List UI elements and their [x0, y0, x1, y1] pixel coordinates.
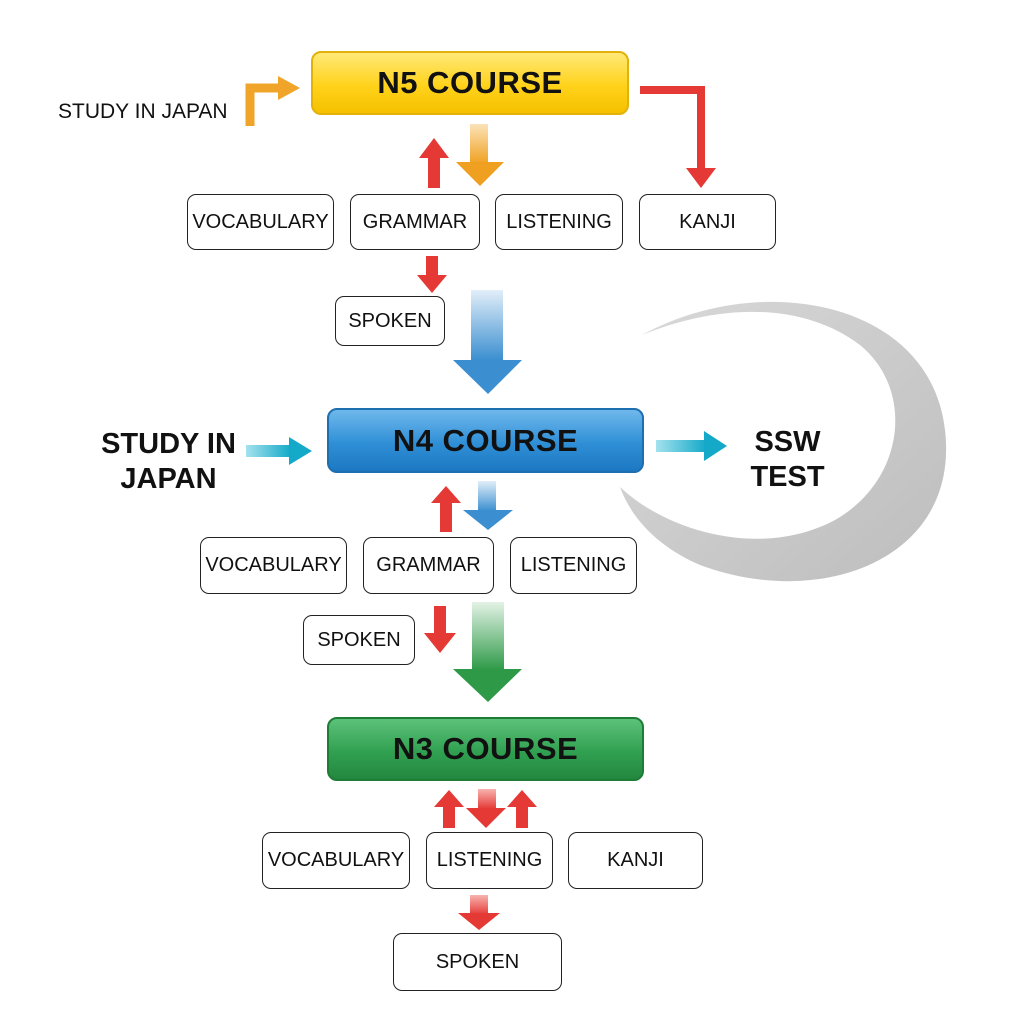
n5-skill-grammar[interactable]: GRAMMAR: [350, 194, 480, 250]
red-up-arrow-icon: [434, 790, 464, 828]
n3-course-box[interactable]: N3 COURSE: [327, 717, 644, 781]
red-up-arrow-icon: [507, 790, 537, 828]
n4-skill-vocabulary[interactable]: VOCABULARY: [200, 537, 347, 594]
n4-skill-spoken[interactable]: SPOKEN: [303, 615, 415, 665]
red-up-arrow-icon: [419, 138, 449, 188]
red-elbow-arrow-icon: [640, 86, 716, 188]
n3-skill-vocabulary[interactable]: VOCABULARY: [262, 832, 410, 889]
n3-skill-kanji[interactable]: KANJI: [568, 832, 703, 889]
label-line: TEST: [750, 460, 825, 493]
n3-skill-listening[interactable]: LISTENING: [426, 832, 553, 889]
ssw-test-label: SSW TEST: [740, 425, 835, 495]
label-line: SSW: [754, 426, 821, 458]
n4-skill-grammar[interactable]: GRAMMAR: [363, 537, 494, 594]
n3-skill-spoken[interactable]: SPOKEN: [393, 933, 562, 991]
study-in-japan-label: STUDY IN JAPAN: [58, 100, 228, 123]
n5-skill-kanji[interactable]: KANJI: [639, 194, 776, 250]
red-down-arrow-icon: [466, 789, 506, 828]
n5-skill-vocabulary[interactable]: VOCABULARY: [187, 194, 334, 250]
n5-skill-spoken[interactable]: SPOKEN: [335, 296, 445, 346]
red-up-arrow-icon: [431, 486, 461, 532]
label-line: JAPAN: [120, 462, 217, 495]
teal-right-arrow-icon: [246, 437, 312, 465]
red-down-arrow-icon: [417, 256, 447, 293]
blue-down-arrow-icon: [453, 290, 522, 394]
n4-skill-listening[interactable]: LISTENING: [510, 537, 637, 594]
n5-skill-listening[interactable]: LISTENING: [495, 194, 623, 250]
green-down-arrow-icon: [453, 602, 522, 702]
teal-right-arrow-icon: [656, 431, 727, 461]
study-in-japan-label: STUDY IN JAPAN: [96, 427, 241, 497]
orange-down-arrow-icon: [456, 124, 504, 186]
label-line: STUDY IN: [101, 428, 236, 460]
orange-elbow-arrow-icon: [245, 76, 300, 126]
crescent-arc-decoration: [620, 301, 947, 582]
red-down-arrow-icon: [458, 895, 500, 930]
n5-course-box[interactable]: N5 COURSE: [311, 51, 629, 115]
blue-down-arrow-icon: [463, 481, 513, 530]
n4-course-box[interactable]: N4 COURSE: [327, 408, 644, 473]
red-down-arrow-icon: [424, 606, 456, 653]
